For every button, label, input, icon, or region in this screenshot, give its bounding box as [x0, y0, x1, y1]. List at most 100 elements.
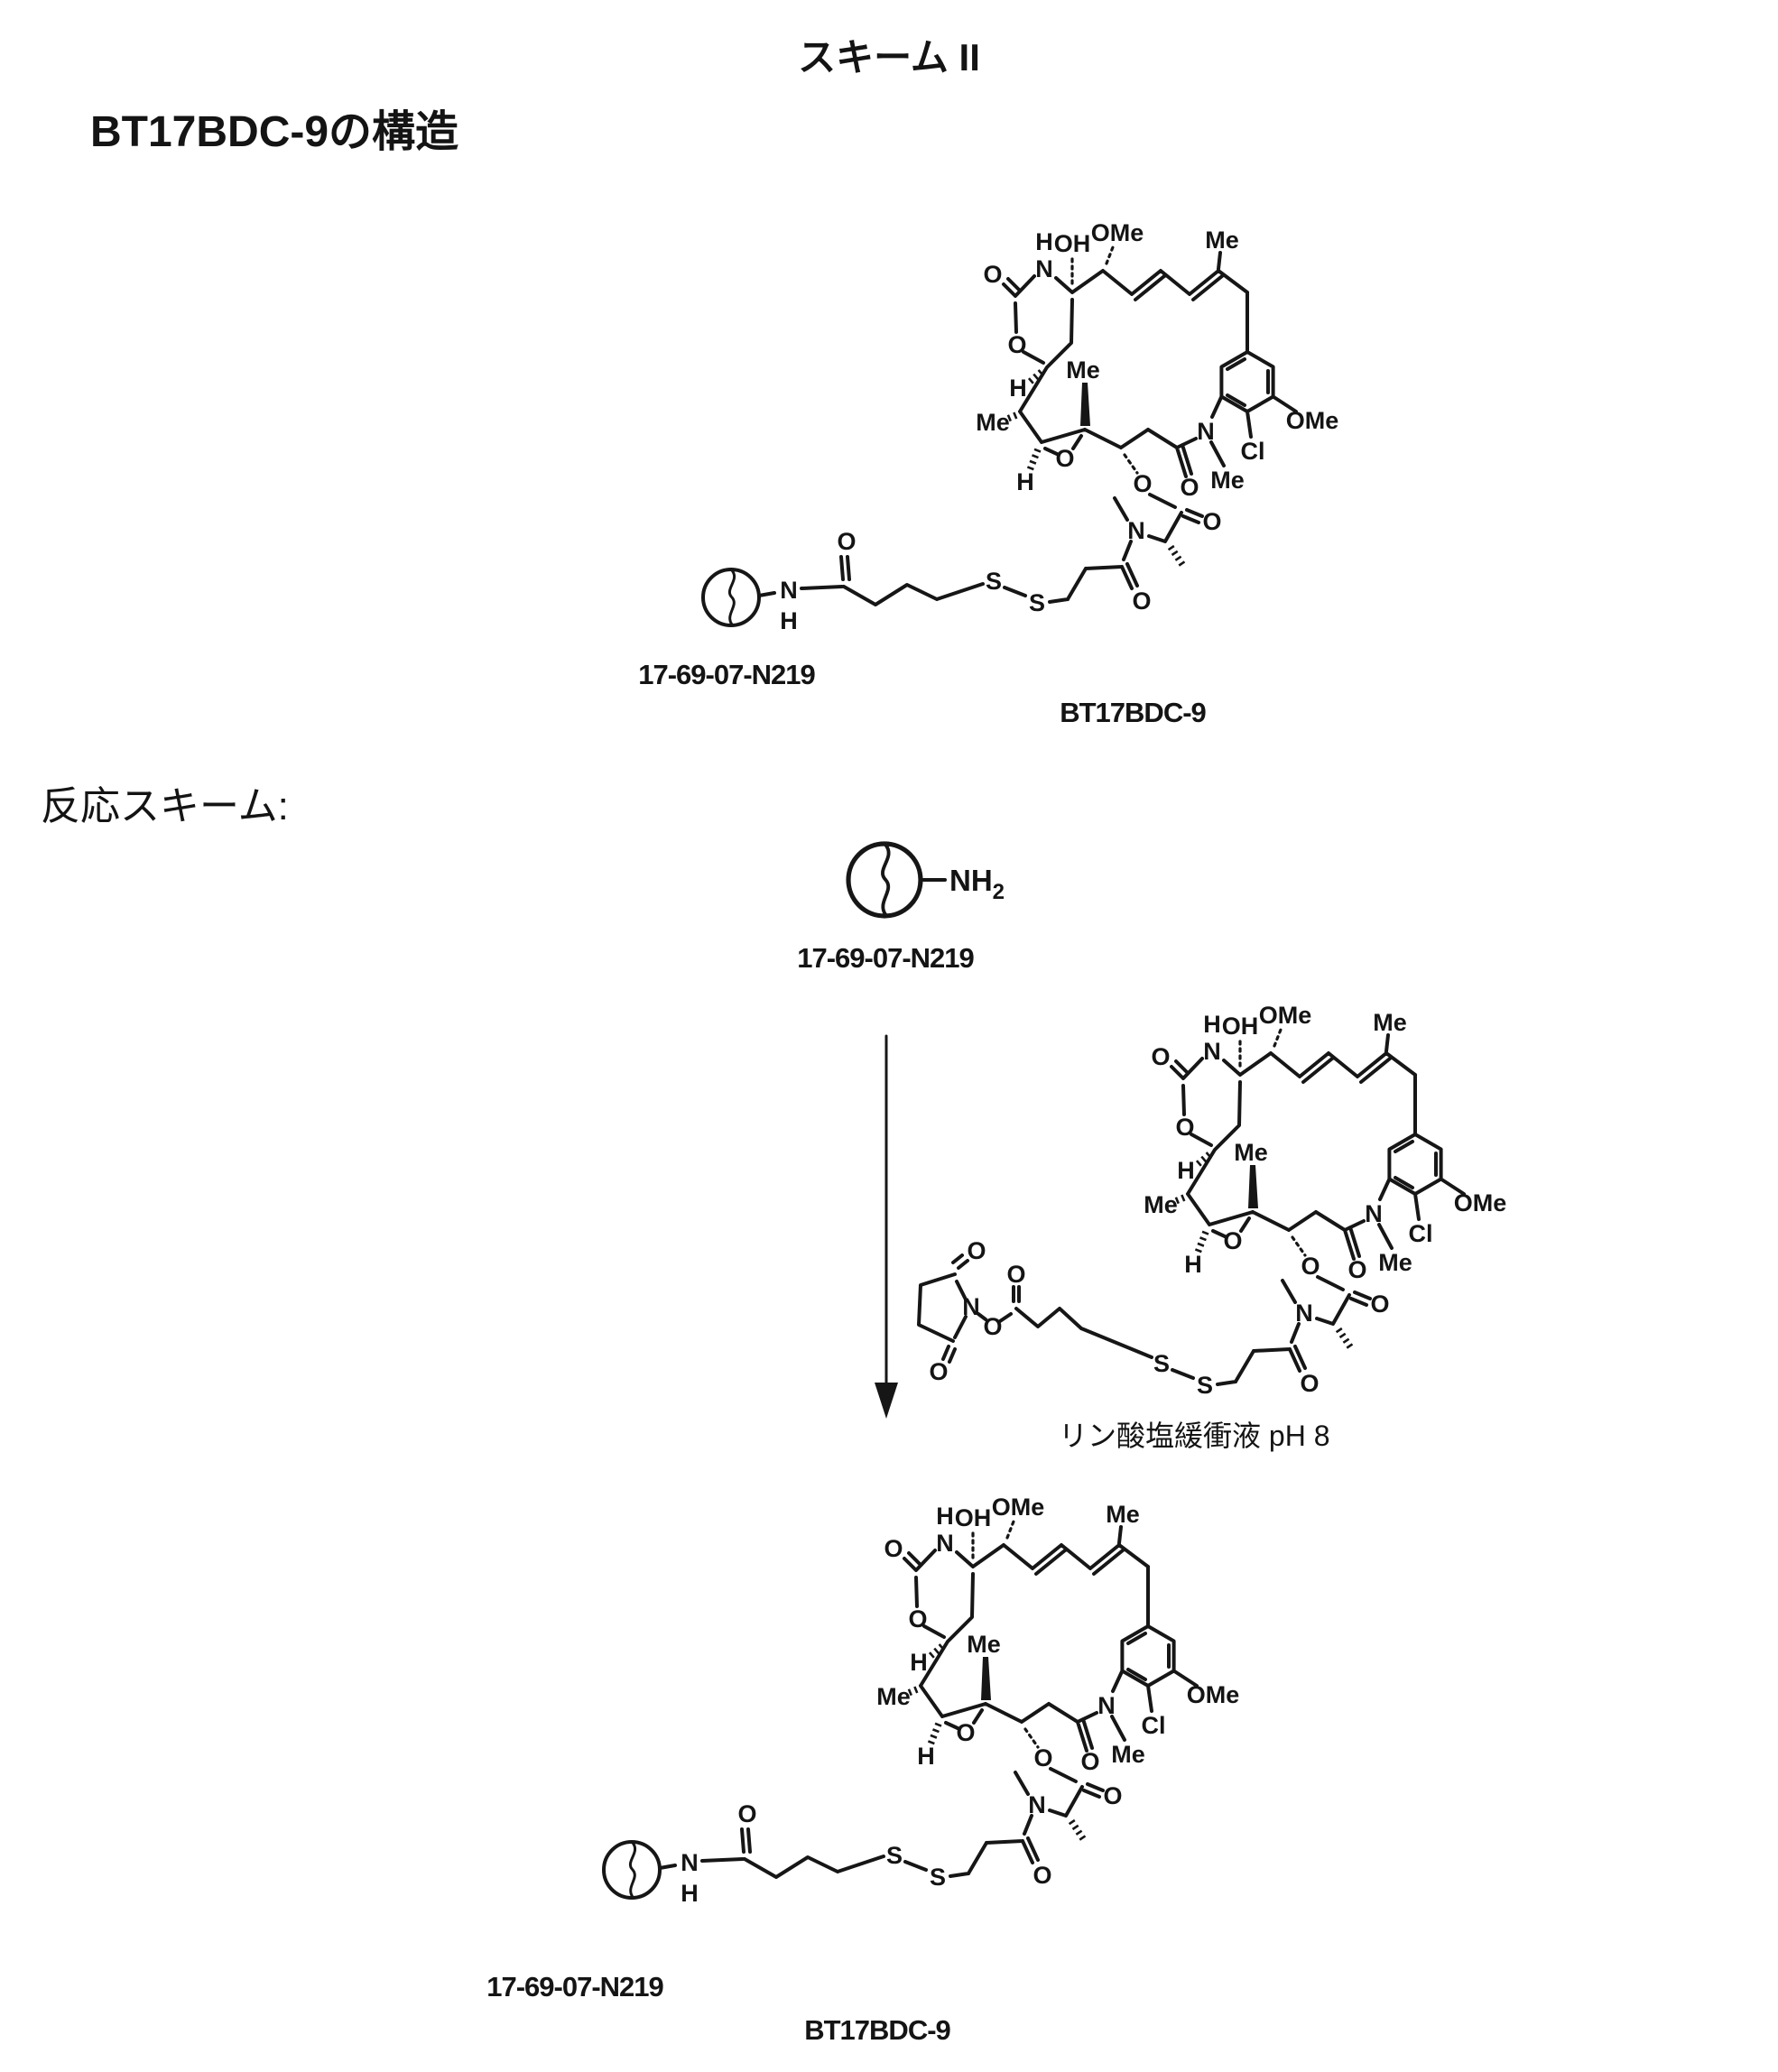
atom-label: OMe [1454, 1189, 1507, 1216]
atom-label: O [1103, 1782, 1122, 1809]
atom-label: S [886, 1842, 903, 1869]
atom-label: O [1006, 1261, 1025, 1288]
atom-label: Cl [1142, 1712, 1166, 1739]
atom-label: H [1184, 1251, 1202, 1278]
nhs-ester-group: N O O O O [917, 1237, 1153, 1385]
maytansinoid-bonds [1171, 1030, 1464, 1384]
atom-label: H [936, 1503, 954, 1530]
atom-label: O [967, 1237, 986, 1264]
scheme-title: スキーム II [798, 36, 980, 79]
atom-label: Me [1106, 1501, 1140, 1528]
atom-label: OH [1054, 230, 1091, 257]
atom-label: O [1300, 1370, 1319, 1397]
atom-label: OH [955, 1504, 992, 1531]
atom-label: N [1203, 1038, 1221, 1065]
atom-label: Cl [1241, 438, 1265, 465]
atom-label: O [929, 1358, 948, 1385]
maytansinoid-bonds [1004, 247, 1296, 602]
atom-label: O [1133, 470, 1152, 497]
atom-label: OMe [1187, 1681, 1240, 1708]
atom-label: OMe [1259, 1002, 1312, 1029]
atom-label: O [1033, 1862, 1051, 1889]
atom-label: O [1132, 587, 1151, 615]
conjugate-name-label-bottom: BT17BDC-9 [804, 2014, 950, 2046]
maytansinoid-atom-labels-bottom: H N O OH OMe Me O H Me Me H O O O N Me C… [876, 1494, 1239, 1891]
atom-label: N [1197, 418, 1215, 445]
atom-label: O [1151, 1043, 1170, 1070]
atom-label: N [1127, 517, 1145, 544]
atom-label: Me [976, 409, 1010, 436]
atom-label: Me [1234, 1139, 1268, 1166]
atom-label: S [1153, 1350, 1170, 1377]
atom-label: N [1365, 1200, 1383, 1227]
atom-label: O [1347, 1256, 1366, 1283]
reaction-condition-label: リン酸塩緩衝液 pH 8 [1059, 1420, 1330, 1452]
atom-label: H [1016, 468, 1034, 495]
atom-label: N [962, 1293, 980, 1320]
atom-label: O [908, 1605, 927, 1633]
atom-label: O [1370, 1290, 1389, 1318]
atom-label: H [1009, 375, 1027, 402]
atom-label: O [1301, 1253, 1320, 1280]
atom-label: Me [876, 1683, 911, 1710]
atom-label: O [956, 1719, 975, 1746]
atom-label: H [780, 607, 798, 634]
atom-label: S [1029, 589, 1045, 616]
atom-label: N [936, 1530, 954, 1557]
atom-label: OMe [992, 1494, 1045, 1521]
atom-label: O [1080, 1748, 1099, 1775]
atom-label: N [1035, 255, 1053, 282]
atom-label: O [884, 1535, 903, 1562]
atom-label: Me [1111, 1741, 1145, 1768]
bicycle-circle-icon [848, 844, 921, 916]
atom-label: Me [1378, 1249, 1412, 1276]
atom-label: H [681, 1880, 699, 1907]
atom-label: O [1175, 1114, 1194, 1141]
amine-group-label: NH2 [949, 864, 1005, 904]
atom-label: O [1202, 508, 1221, 535]
maytansinoid-bonds [904, 1522, 1197, 1876]
atom-label: Me [1205, 227, 1239, 254]
atom-label: N [780, 577, 798, 604]
atom-label: OMe [1091, 219, 1144, 246]
atom-label: Me [1210, 467, 1245, 494]
conjugate-name-label-top: BT17BDC-9 [1060, 697, 1206, 728]
structure-bt17bdc9-bottom: H N O OH OMe Me O H Me Me H O O O N Me C… [486, 1494, 1239, 2046]
atom-label: N [1028, 1791, 1046, 1818]
atom-label: N [1295, 1300, 1313, 1327]
linker-atom-labels-bottom: N H O [681, 1800, 756, 1907]
bicycle-id-label-middle: 17-69-07-N219 [797, 942, 974, 974]
structure-heading: BT17BDC-9の構造 [90, 108, 458, 156]
structure-bicycle-amine: NH2 17-69-07-N219 [797, 844, 1005, 974]
atom-label: O [1033, 1744, 1052, 1771]
maytansinoid-atom-labels-middle: H N O OH OMe Me O H Me Me H O O O N Me C… [1144, 1002, 1506, 1399]
atom-label: O [1007, 331, 1026, 358]
atom-label: O [983, 261, 1002, 288]
atom-label: O [983, 1313, 1002, 1340]
atom-label: O [737, 1800, 756, 1827]
structure-linker-reagent: H N O OH OMe Me O H Me Me H O O O N Me C… [917, 1002, 1506, 1399]
reaction-scheme-heading: 反応スキーム: [41, 784, 289, 828]
atom-label: Me [1066, 356, 1100, 384]
atom-label: O [1055, 445, 1074, 472]
atom-label: S [1197, 1372, 1213, 1399]
structure-bt17bdc9-top: H N O OH OMe Me O H Me Me H O O O N Me C… [638, 219, 1338, 728]
atom-label: Me [967, 1631, 1001, 1658]
atom-label: N [681, 1849, 699, 1876]
atom-label: H [910, 1649, 928, 1676]
bicycle-circle-icon [602, 1840, 662, 1900]
atom-label: H [1177, 1157, 1195, 1184]
atom-label: N [1097, 1692, 1116, 1719]
atom-label: H [1035, 228, 1053, 255]
linker-atom-labels-top: N H O [780, 528, 856, 634]
bicycle-id-label-bottom: 17-69-07-N219 [486, 1971, 663, 2003]
atom-label: S [986, 568, 1002, 595]
atom-label: OH [1222, 1013, 1259, 1040]
atom-label: S [930, 1864, 946, 1891]
bicycle-circle-icon [701, 568, 761, 627]
atom-label: H [1203, 1011, 1221, 1038]
bicycle-id-label-top: 17-69-07-N219 [638, 659, 815, 690]
atom-label: Me [1144, 1191, 1178, 1218]
